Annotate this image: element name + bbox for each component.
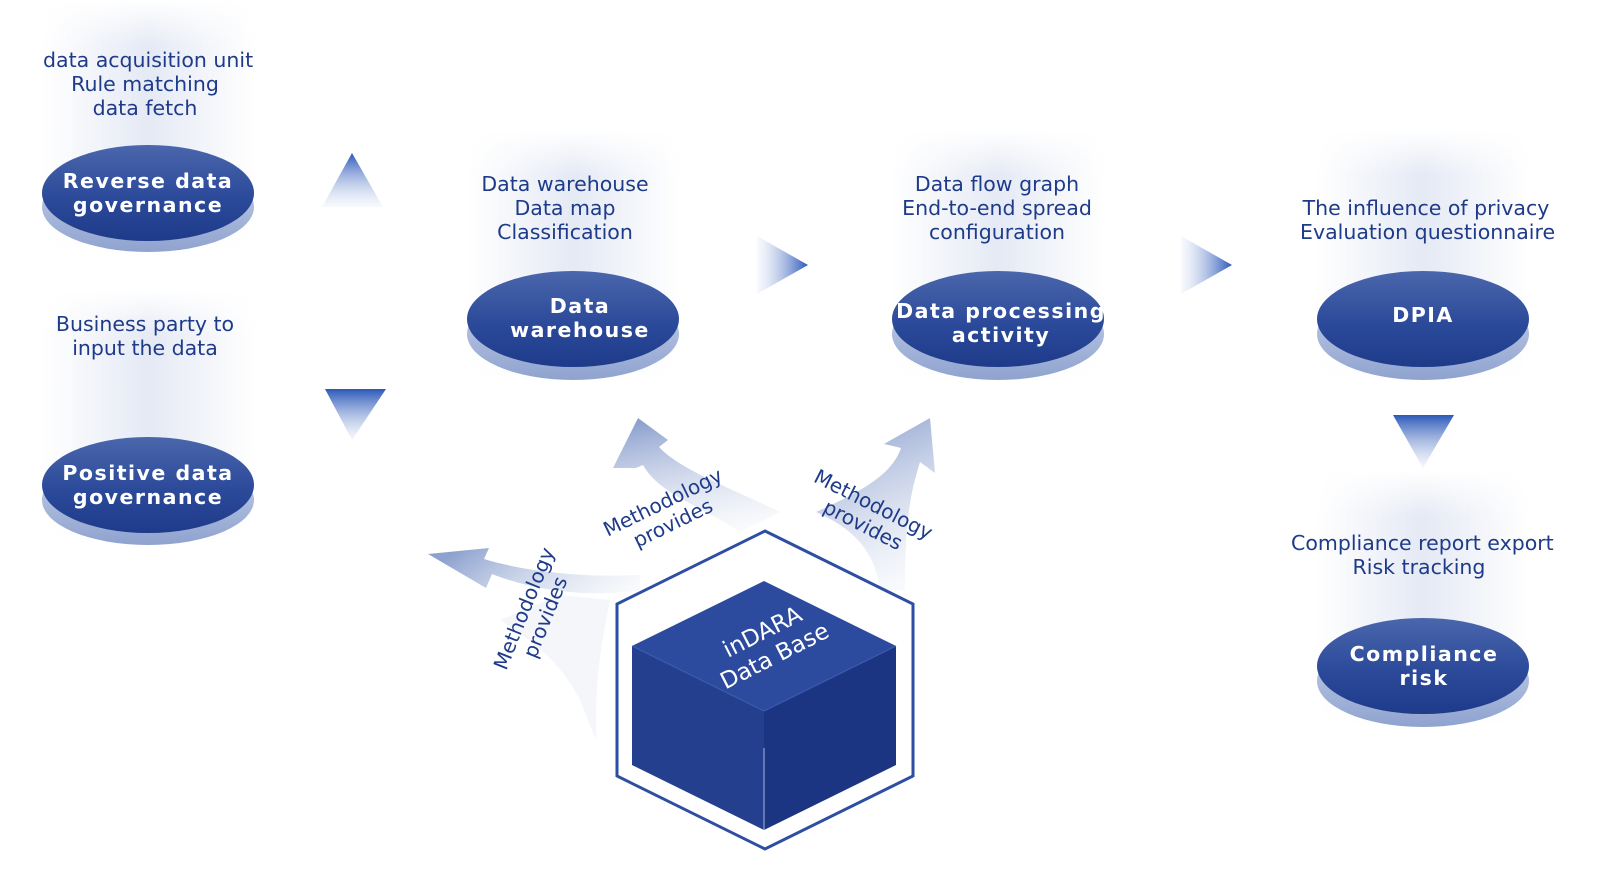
arrow-right-icon [1181, 236, 1232, 294]
caption-line: Rule matching [71, 72, 219, 96]
caption-line: data fetch [92, 96, 198, 120]
node-label-line: Reverse data [62, 169, 234, 193]
node-label-line: Positive data [62, 461, 234, 485]
node-warehouse-shape [467, 271, 679, 380]
node-dpia[interactable]: DPIA [1317, 282, 1529, 348]
node-label-line: DPIA [1392, 303, 1454, 327]
caption-compliance: Compliance report export Risk tracking [1291, 531, 1554, 579]
node-positive-shape [42, 437, 254, 545]
caption-line: Business party to [55, 312, 235, 336]
caption-line: input the data [72, 336, 218, 360]
caption-line: data acquisition unit [43, 48, 254, 72]
caption-line: Data warehouse [481, 172, 649, 196]
caption-line: Evaluation questionnaire [1300, 220, 1556, 244]
node-label-line: Compliance [1349, 642, 1499, 666]
node-label-line: warehouse [510, 318, 650, 342]
caption-warehouse: Data warehouse Data map Classification [460, 172, 670, 244]
caption-positive: Business party to input the data [43, 312, 247, 360]
node-label-line: governance [72, 485, 224, 509]
flow-arrow-icon [816, 418, 935, 590]
flow-arrow-icon [613, 418, 780, 532]
flow-arrow-icon [428, 548, 640, 740]
caption-line: Compliance report export [1291, 531, 1554, 555]
node-data-warehouse[interactable]: Data warehouse [474, 285, 686, 351]
node-positive-data-governance[interactable]: Positive data governance [42, 452, 254, 518]
caption-line: configuration [929, 220, 1065, 244]
node-label-line: Data processing [896, 299, 1106, 323]
node-label-line: activity [951, 323, 1051, 347]
arrow-right-icon [757, 236, 808, 294]
caption-line: The influence of privacy [1302, 196, 1550, 220]
node-compliance-shape [1317, 618, 1529, 727]
arrow-up-right-icon [322, 153, 383, 207]
cube-icon [631, 581, 897, 830]
caption-processing: Data flow graph End-to-end spread config… [887, 172, 1107, 244]
node-dpia-shape [1317, 271, 1529, 380]
node-label-line: governance [72, 193, 224, 217]
node-processing-shape [892, 271, 1104, 380]
caption-line: Risk tracking [1352, 555, 1486, 579]
caption-line: Classification [497, 220, 633, 244]
caption-line: Data map [514, 196, 616, 220]
caption-line: Data flow graph [914, 172, 1080, 196]
node-data-processing-activity[interactable]: Data processing activity [892, 290, 1110, 356]
arrow-down-icon [1393, 415, 1454, 468]
arrow-down-icon [325, 389, 386, 440]
caption-dpia: The influence of privacy Evaluation ques… [1300, 196, 1556, 244]
caption-line: End-to-end spread [902, 196, 1092, 220]
node-compliance-risk[interactable]: Compliance risk [1318, 633, 1530, 699]
node-reverse-data-governance[interactable]: Reverse data governance [42, 160, 254, 226]
node-reverse-shape [42, 145, 254, 252]
node-label-line: risk [1399, 666, 1449, 690]
caption-reverse: data acquisition unit Rule matching data… [43, 48, 254, 120]
node-label-line: Data [549, 294, 611, 318]
